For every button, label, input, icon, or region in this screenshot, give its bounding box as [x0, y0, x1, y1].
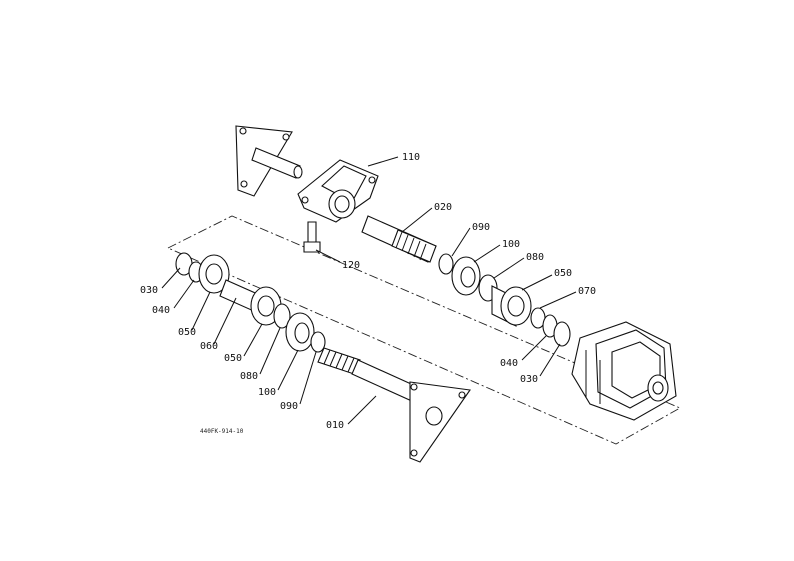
- callout-030-lower: 030: [140, 285, 158, 296]
- callout-080-upper: 080: [526, 252, 544, 263]
- callout-060: 060: [200, 341, 218, 352]
- callout-100-upper: 100: [502, 239, 520, 250]
- drawing-code: 440FK-914-10: [200, 428, 244, 435]
- callout-050-lower-b: 050: [224, 353, 242, 364]
- callout-050-lower-a: 050: [178, 327, 196, 338]
- lower-ring-100: [285, 312, 315, 352]
- callout-070: 070: [578, 286, 596, 297]
- callout-010: 010: [326, 420, 344, 431]
- lower-shaft: [317, 347, 421, 403]
- hydraulic-motor: [571, 321, 677, 421]
- upper-ring-090: [438, 253, 454, 275]
- leader-lines: [161, 156, 577, 425]
- lower-ring-080: [273, 303, 291, 329]
- lower-bearing-050-a: [198, 254, 230, 294]
- callout-090-lower: 090: [280, 401, 298, 412]
- callout-040-lower: 040: [152, 305, 170, 316]
- callout-120: 120: [342, 260, 360, 271]
- callout-100-lower: 100: [258, 387, 276, 398]
- callout-030-upper: 030: [520, 374, 538, 385]
- bolt: [303, 221, 321, 253]
- callout-080-lower: 080: [240, 371, 258, 382]
- upper-bearing-050: [491, 285, 532, 327]
- callout-050-upper: 050: [554, 268, 572, 279]
- pillow-block-bearing: [297, 159, 379, 223]
- upper-ring-030: [553, 321, 571, 347]
- upper-mounting-bracket: [235, 125, 303, 197]
- callout-020: 020: [434, 202, 452, 213]
- callout-090-upper: 090: [472, 222, 490, 233]
- lower-mounting-bracket: [409, 381, 471, 463]
- callout-110: 110: [402, 152, 420, 163]
- lower-ring-090: [310, 331, 326, 353]
- upper-shaft: [361, 215, 437, 263]
- callout-040-upper: 040: [500, 358, 518, 369]
- upper-ring-100: [451, 256, 481, 296]
- assembly-outline: [166, 215, 682, 445]
